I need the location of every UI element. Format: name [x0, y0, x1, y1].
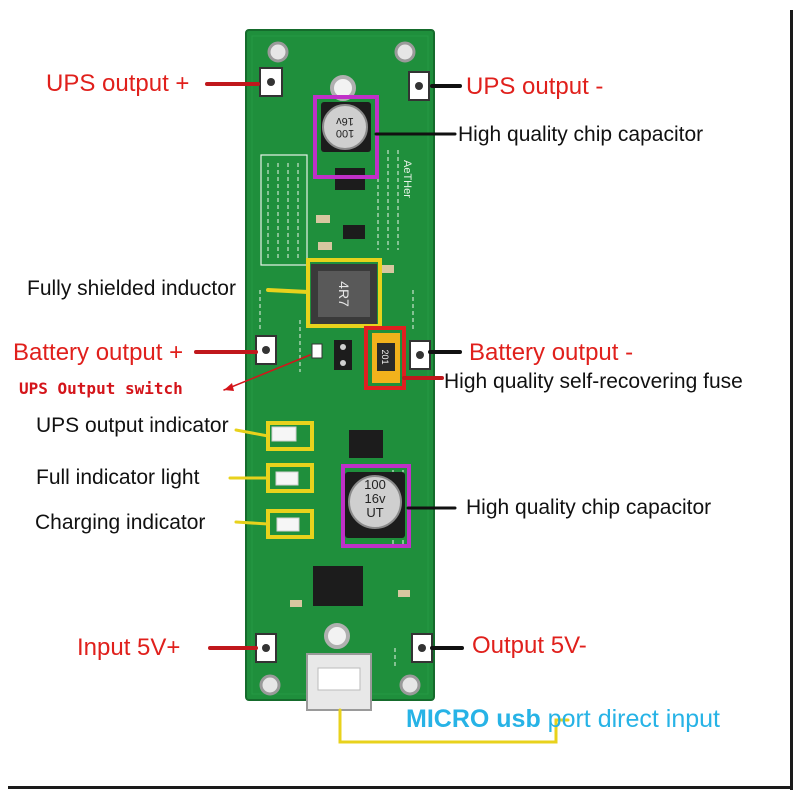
- label-micro-usb-rest: port direct input: [540, 705, 720, 733]
- label-output-5v-minus: Output 5V-: [472, 632, 587, 659]
- led-ups: [271, 426, 297, 442]
- self-recovering-fuse: 201: [372, 333, 400, 383]
- label-chip-capacitor-top: High quality chip capacitor: [458, 123, 704, 146]
- chip-capacitor-mid: 100 16v UT: [345, 472, 405, 538]
- label-chip-capacitor-mid: High quality chip capacitor: [466, 496, 712, 519]
- label-self-recovering-fuse: High quality self-recovering fuse: [444, 370, 743, 393]
- label-ups-output-minus: UPS output -: [466, 73, 604, 100]
- micro-usb-port: [306, 653, 372, 711]
- svg-text:16v: 16v: [365, 491, 386, 506]
- ic-chip-upper: [349, 430, 383, 458]
- ups-output-switch: [311, 340, 352, 370]
- svg-text:UT: UT: [366, 505, 383, 520]
- label-charging-indicator: Charging indicator: [35, 511, 206, 534]
- label-battery-output-plus: Battery output +: [13, 339, 184, 366]
- label-shielded-inductor: Fully shielded inductor: [27, 277, 236, 300]
- svg-text:16v: 16v: [336, 115, 354, 127]
- mounting-holes: [259, 41, 421, 696]
- label-battery-output-minus: Battery output -: [469, 339, 634, 366]
- svg-text:100: 100: [336, 127, 354, 139]
- frame-border-right: [790, 10, 793, 790]
- solder-pads: [255, 67, 433, 663]
- label-ups-output-switch: UPS Output switch: [19, 379, 183, 398]
- label-full-indicator-light: Full indicator light: [36, 466, 200, 489]
- led-charging: [276, 517, 300, 532]
- label-ups-output-indicator: UPS output indicator: [36, 414, 229, 437]
- label-input-5v-plus: Input 5V+: [77, 634, 181, 661]
- ic-chip-lower: [313, 566, 363, 606]
- label-ups-output-plus: UPS output +: [46, 70, 190, 97]
- chip-capacitor-top: 100 16v: [321, 102, 371, 152]
- brand-text: AeTHer: [401, 160, 413, 198]
- svg-text:100: 100: [364, 477, 386, 492]
- frame-border-bottom: [8, 786, 793, 789]
- led-full: [275, 471, 299, 486]
- label-micro-usb-port: MICRO usb port direct input: [406, 707, 720, 732]
- shielded-inductor: 4R7: [311, 264, 377, 324]
- svg-text:201: 201: [380, 349, 390, 364]
- leader-lines: [194, 82, 570, 744]
- label-micro-usb-bold: MICRO usb: [406, 705, 541, 733]
- svg-text:4R7: 4R7: [336, 281, 352, 307]
